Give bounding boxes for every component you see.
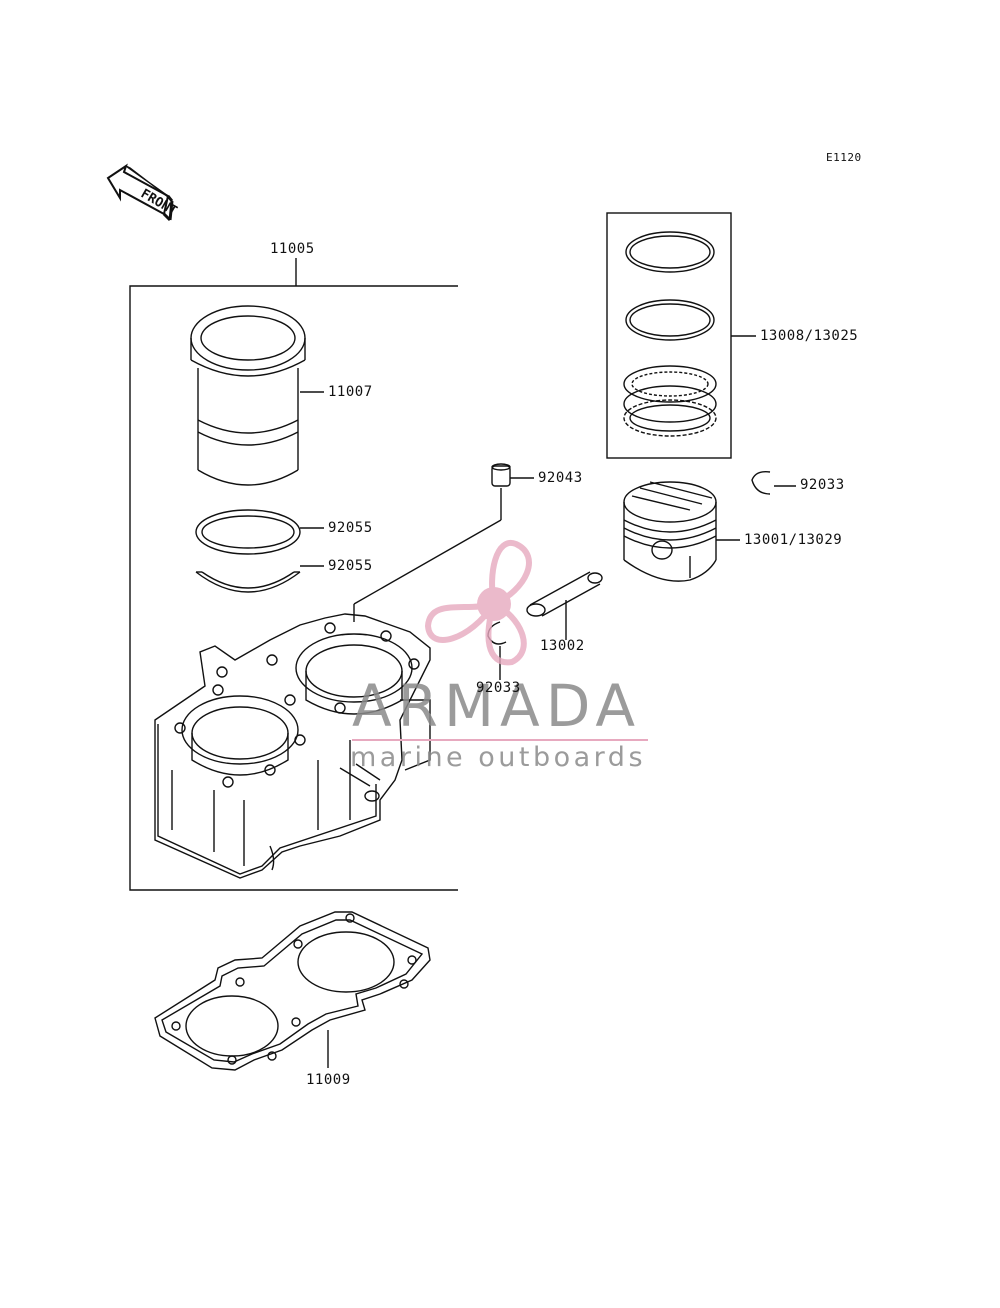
part-label-13002: 13002	[540, 638, 585, 654]
part-label-92055-lower: 92055	[328, 558, 373, 574]
diagram-code: E1120	[826, 151, 862, 164]
watermark-subtitle: marine outboards	[350, 742, 647, 773]
part-label-13008-13025: 13008/13025	[760, 328, 859, 344]
part-label-92033-right: 92033	[800, 477, 845, 493]
part-label-11005: 11005	[270, 241, 315, 257]
cylinder-sleeve-drawing	[190, 305, 306, 486]
propeller-logo-icon	[424, 539, 532, 666]
part-label-92055-upper: 92055	[328, 520, 373, 536]
watermark-title: ARMADA	[352, 672, 642, 740]
part-label-11009: 11009	[306, 1072, 351, 1088]
head-gasket-drawing	[154, 911, 431, 1071]
part-label-11007: 11007	[328, 384, 373, 400]
piston-ring-set-drawing	[623, 231, 717, 437]
part-label-92033-left: 92033	[476, 680, 521, 696]
part-label-92043: 92043	[538, 470, 583, 486]
cylinder-block-drawing	[154, 613, 431, 879]
front-direction-arrow-icon	[106, 163, 174, 222]
piston-drawing	[623, 481, 717, 582]
piston-pin-drawing	[526, 571, 603, 617]
circlip-drawing	[751, 470, 771, 495]
o-ring-drawing	[195, 509, 301, 593]
dowel-pin-drawing	[491, 463, 511, 487]
part-label-13001-13029: 13001/13029	[744, 532, 843, 548]
